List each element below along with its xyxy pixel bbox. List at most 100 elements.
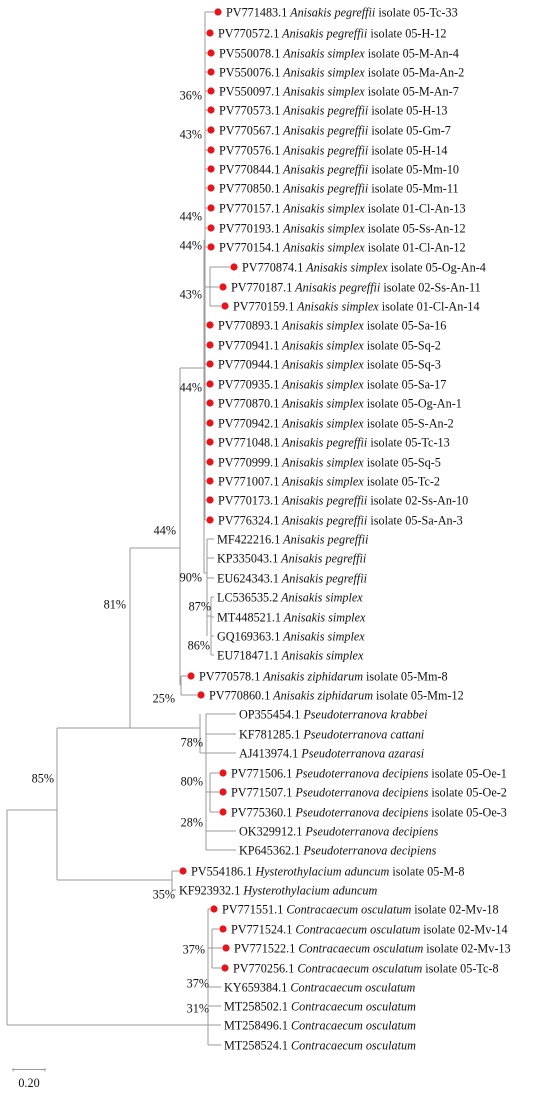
bootstrap-value: 44% <box>154 523 176 537</box>
taxon-species: Anisakis simplex <box>279 357 364 371</box>
taxon-label: PV771551.1 Contracaecum osculatum isolat… <box>222 902 499 916</box>
taxon-label: PV770187.1 Anisakis pegreffii isolate 02… <box>231 280 481 294</box>
bootstrap-value: 80% <box>181 774 203 788</box>
bootstrap-value: 81% <box>104 597 126 611</box>
taxon-label: PV770256.1 Contracaecum osculatum isolat… <box>233 961 499 975</box>
taxon-species: Anisakis simplex <box>280 221 365 235</box>
taxon-accession: EU718471.1 <box>217 648 279 662</box>
taxon-accession: PV770572.1 <box>218 26 279 40</box>
taxon-label: PV550097.1 Anisakis simplex isolate 05-M… <box>219 84 459 98</box>
taxon-isolate: isolate 02-Ss-An-10 <box>367 493 468 507</box>
taxon-isolate: isolate 02-Ss-An-11 <box>380 280 480 294</box>
bootstrap-value: 44% <box>180 380 202 394</box>
taxon-label: PV771506.1 Pseudoterranova decipiens iso… <box>231 766 507 780</box>
taxon-species: Anisakis simplex <box>280 84 365 98</box>
taxon-isolate: isolate 05-Sa-17 <box>364 377 447 391</box>
taxon-isolate: isolate 02-Mv-14 <box>420 922 507 936</box>
sequenced-isolate-marker <box>219 925 227 933</box>
taxon-label: PV770173.1 Anisakis pegreffii isolate 02… <box>218 493 468 507</box>
taxon-isolate: isolate 05-M-An-4 <box>365 46 459 60</box>
taxon-accession: PV771522.1 <box>234 941 295 955</box>
sequenced-isolate-marker <box>207 68 215 76</box>
sequenced-isolate-marker <box>179 867 187 875</box>
sequenced-isolate-marker <box>206 380 214 388</box>
taxon-species: Pseudoterranova decipiens <box>300 843 436 857</box>
bootstrap-value: 85% <box>32 771 54 785</box>
taxon-label: LC536535.2 Anisakis simplex <box>217 590 363 604</box>
taxon-isolate: isolate 05-Tc-2 <box>364 474 440 488</box>
bootstrap-value: 37% <box>183 942 205 956</box>
taxon-isolate: isolate 05-Sa-16 <box>364 318 447 332</box>
sequenced-isolate-marker <box>206 399 214 407</box>
taxon-isolate: isolate 05-Sa-An-3 <box>367 513 462 527</box>
taxon-isolate: isolate 05-S-An-2 <box>364 416 454 430</box>
taxon-label: MT258502.1 Contracaecum osculatum <box>224 999 416 1013</box>
taxon-label: PV771007.1 Anisakis simplex isolate 05-T… <box>218 474 440 488</box>
sequenced-isolate-marker <box>206 341 214 349</box>
bootstrap-value: 87% <box>189 599 211 613</box>
taxon-label: MF422216.1 Anisakis pegreffii <box>217 532 369 546</box>
taxon-species: Anisakis pegreffii <box>280 532 369 546</box>
sequenced-isolate-marker <box>207 87 215 95</box>
taxon-label: PV770157.1 Anisakis simplex isolate 01-C… <box>219 201 466 215</box>
taxon-isolate: isolate 05-M-An-7 <box>365 84 459 98</box>
taxon-species: Contracaecum osculatum <box>287 980 415 994</box>
taxon-species: Contracaecum osculatum <box>294 961 422 975</box>
taxon-accession: PV771524.1 <box>231 922 292 936</box>
taxon-accession: MT258496.1 <box>224 1018 288 1032</box>
taxon-accession: PV775360.1 <box>231 805 292 819</box>
taxon-species: Anisakis pegreffii <box>280 181 369 195</box>
taxon-accession: AJ413974.1 <box>239 746 298 760</box>
taxon-accession: MT258502.1 <box>224 999 288 1013</box>
taxon-label: PV770844.1 Anisakis pegreffii isolate 05… <box>219 162 459 176</box>
taxon-label: PV771522.1 Contracaecum osculatum isolat… <box>234 941 511 955</box>
taxon-species: Anisakis pegreffii <box>280 162 369 176</box>
taxon-label: PV770567.1 Anisakis pegreffii isolate 05… <box>219 123 451 137</box>
taxon-isolate: isolate 05-Oe-3 <box>428 805 507 819</box>
taxon-accession: PV771007.1 <box>218 474 279 488</box>
bootstrap-value: 25% <box>153 691 175 705</box>
sequenced-isolate-marker <box>207 146 215 154</box>
taxon-label: PV771048.1 Anisakis pegreffii isolate 05… <box>218 435 450 449</box>
taxon-isolate: isolate 05-Oe-1 <box>428 766 507 780</box>
taxon-species: Anisakis simplex <box>279 377 364 391</box>
sequenced-isolate-marker <box>206 516 214 524</box>
taxon-accession: PV770173.1 <box>218 493 279 507</box>
taxon-isolate: isolate 05-Sq-2 <box>364 338 441 352</box>
taxon-isolate: isolate 05-Sq-5 <box>364 455 441 469</box>
taxon-label: PV770941.1 Anisakis simplex isolate 05-S… <box>218 338 441 352</box>
sequenced-isolate-marker <box>221 964 229 972</box>
taxon-species: Anisakis ziphidarum <box>270 688 373 702</box>
taxon-label: EU718471.1 Anisakis simplex <box>217 648 364 662</box>
taxon-isolate: isolate 05-Mm-12 <box>373 688 464 702</box>
taxon-accession: PV770942.1 <box>218 416 279 430</box>
taxon-species: Contracaecum osculatum <box>288 999 416 1013</box>
sequenced-isolate-marker <box>207 49 215 57</box>
taxon-label: PV776324.1 Anisakis pegreffii isolate 05… <box>218 513 463 527</box>
taxon-label: PV770193.1 Anisakis simplex isolate 05-S… <box>219 221 466 235</box>
taxon-isolate: isolate 05-Ma-An-2 <box>365 65 465 79</box>
taxon-species: Anisakis simplex <box>280 46 365 60</box>
taxon-isolate: isolate 05-Mm-11 <box>368 181 458 195</box>
bootstrap-value: 43% <box>180 287 202 301</box>
scale-bar <box>12 1068 46 1072</box>
taxon-accession: PV771507.1 <box>231 785 292 799</box>
sequenced-isolate-marker <box>219 769 227 777</box>
taxon-isolate: isolate 02-Mv-13 <box>423 941 510 955</box>
taxon-accession: EU624343.1 <box>217 571 279 585</box>
taxon-species: Pseudoterranova decipiens <box>292 805 428 819</box>
taxon-species: Contracaecum osculatum <box>292 922 420 936</box>
taxon-isolate: isolate 05-Tc-13 <box>367 435 449 449</box>
taxon-species: Anisakis simplex <box>281 610 366 624</box>
taxon-species: Anisakis pegreffii <box>287 5 376 19</box>
taxon-label: PV770154.1 Anisakis simplex isolate 01-C… <box>219 240 466 254</box>
taxon-accession: PV770850.1 <box>219 181 280 195</box>
taxon-species: Anisakis simplex <box>280 629 365 643</box>
taxon-species: Contracaecum osculatum <box>288 1018 416 1032</box>
taxon-accession: PV770187.1 <box>231 280 292 294</box>
taxon-species: Anisakis pegreffii <box>280 103 369 117</box>
taxon-isolate: isolate 05-Oe-2 <box>428 785 507 799</box>
taxon-accession: PV771483.1 <box>226 5 287 19</box>
taxon-label: PV771524.1 Contracaecum osculatum isolat… <box>231 922 508 936</box>
taxon-species: Pseudoterranova krabbei <box>300 707 428 721</box>
